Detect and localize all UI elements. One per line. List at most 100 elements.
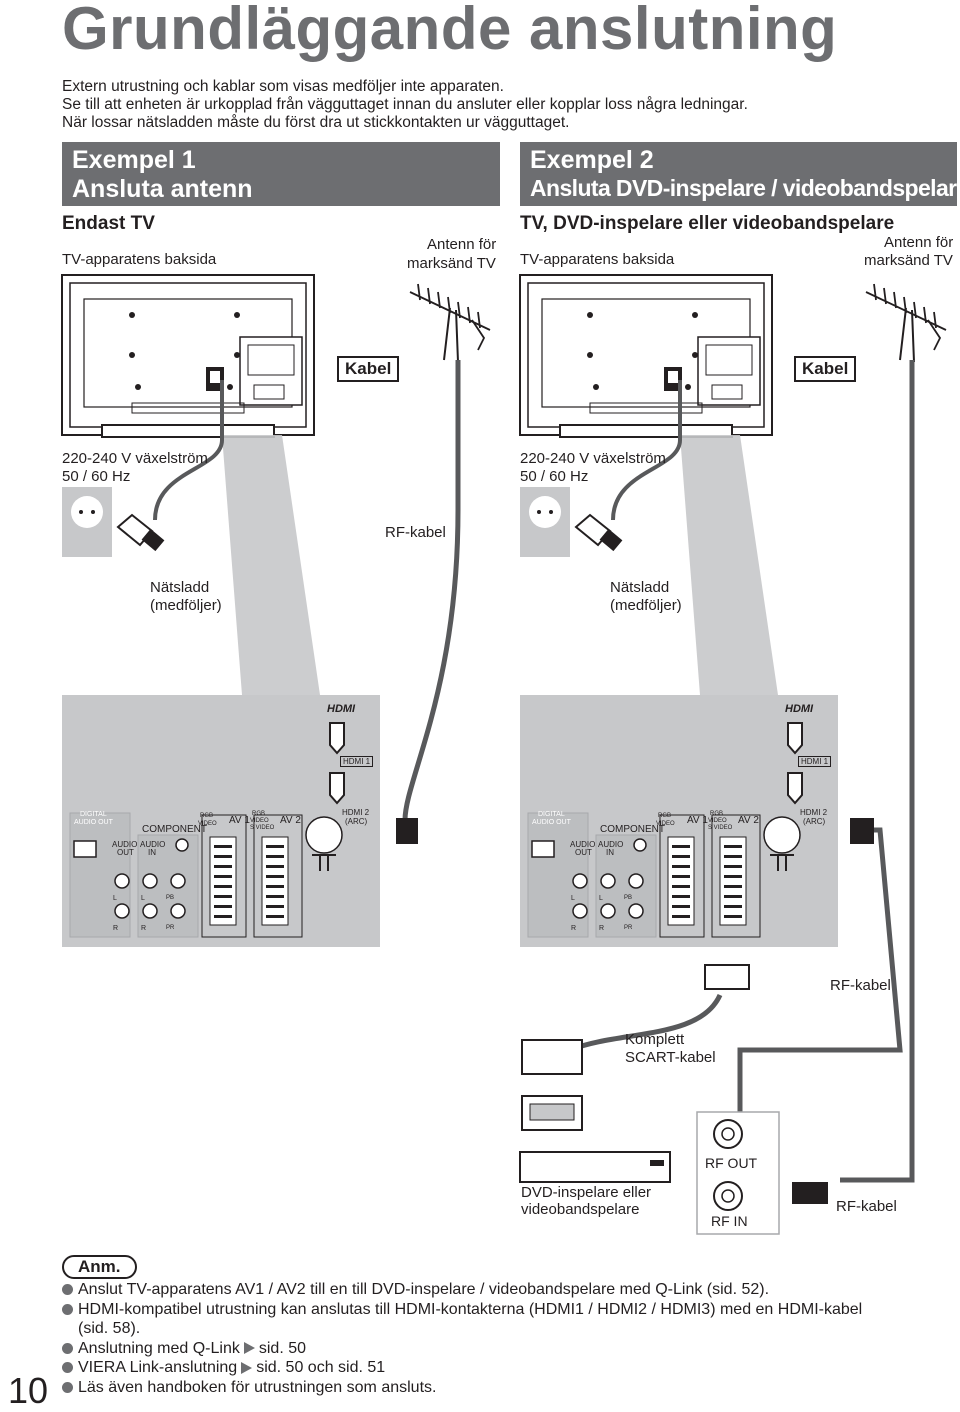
hdmi-logo-1: HDMI [327, 703, 356, 715]
antenna-2 [865, 283, 947, 363]
arc-label-2: (ARC) [803, 817, 826, 826]
bullet-icon [62, 1303, 73, 1315]
ch-r-2a: R [571, 925, 577, 932]
svideo-label-2: S VIDEO [708, 825, 733, 831]
rf-plug-2 [850, 818, 874, 844]
notes-list: Anslut TV-apparatens AV1 / AV2 till en t… [62, 1280, 952, 1397]
note-2-cont: (sid. 58). [78, 1320, 141, 1337]
rf-cable-label-2a: RF-kabel [830, 977, 891, 994]
power-label-2a: 220-240 V växelström [520, 450, 666, 467]
ch-l-2a: L [571, 895, 575, 902]
mains-cable-1 [153, 380, 224, 521]
svideo-label-1: S VIDEO [250, 825, 275, 831]
power-label-2b: 50 / 60 Hz [520, 468, 589, 485]
rf-cable-antenna [840, 360, 915, 1183]
antenna-label-1a: Antenn för [427, 236, 497, 253]
ch-r-1a: R [113, 925, 119, 932]
audio-in-label-1a: AUDIO [140, 840, 166, 849]
cable-label-1: Kabel [337, 356, 400, 382]
bullet-icon [62, 1362, 73, 1373]
hdmi1-label-1: HDMI 1 [340, 756, 374, 767]
video-label-2a: VIDEO [656, 821, 675, 827]
intro-line-1: Extern utrustning och kablar som visas m… [62, 78, 504, 95]
mains-label-1b: (medföljer) [150, 597, 222, 614]
bullet-icon [62, 1381, 73, 1393]
video-label-1a: VIDEO [198, 821, 217, 827]
arrow-right-icon [241, 1361, 253, 1374]
audio-in-label-2a: AUDIO [598, 840, 624, 849]
notes-heading: Anm. [62, 1255, 137, 1279]
note-item-cont: (sid. 58). [62, 1319, 952, 1339]
plug-2 [575, 514, 624, 553]
example2-heading-line1: Exempel 2 [530, 146, 654, 174]
digital-label-2b: AUDIO OUT [532, 819, 571, 826]
note-4-ref: sid. 50 och sid. 51 [256, 1359, 386, 1376]
dvd-label-b: videobandspelare [521, 1201, 640, 1218]
av2-label-2: AV 2 [738, 815, 759, 826]
power-label-1a: 220-240 V växelström [62, 450, 208, 467]
ch-pb-2: PB [624, 895, 633, 901]
example1-subtitle: Endast TV [62, 213, 155, 234]
dvd-recorder [519, 1151, 671, 1183]
ch-l-2b: L [599, 895, 603, 902]
example2-subtitle: TV, DVD-inspelare eller videobandspelare [520, 213, 895, 234]
scart-label-b: SCART-kabel [625, 1049, 716, 1066]
note-1: Anslut TV-apparatens AV1 / AV2 till en t… [78, 1281, 770, 1298]
tv-back-1 [61, 274, 315, 438]
rf-plug-rfin [792, 1182, 828, 1204]
rgb-label-2b: RGB [710, 811, 724, 817]
note-3-ref: sid. 50 [258, 1339, 306, 1357]
component-label-2: COMPONENT [600, 824, 665, 835]
hdmi1-label-2: HDMI 1 [798, 756, 832, 767]
note-3: Anslutning med Q-Link [78, 1339, 240, 1357]
cable-label-2: Kabel [794, 356, 857, 382]
audio-in-label-2b: IN [606, 848, 614, 857]
antenna-1 [409, 283, 491, 363]
mains-cable-2 [611, 380, 682, 521]
rf-in-label: RF IN [711, 1213, 748, 1229]
dvd-label-a: DVD-inspelare eller [521, 1184, 652, 1201]
audio-out-label-2a: AUDIO [570, 840, 596, 849]
power-label-1b: 50 / 60 Hz [62, 468, 131, 485]
page-title: Grundläggande anslutning [62, 0, 838, 62]
note-item: HDMI-kompatibel utrustning kan anslutas … [62, 1300, 952, 1320]
ch-r-2b: R [599, 925, 605, 932]
component-label-1: COMPONENT [142, 824, 207, 835]
note-4: VIERA Link-anslutning [78, 1359, 238, 1376]
example2-heading: Exempel 2 Ansluta DVD-inspelare / videob… [520, 142, 960, 206]
rf-cable-label-2b: RF-kabel [836, 1198, 897, 1215]
example1-heading-line1: Exempel 1 [72, 146, 196, 174]
antenna-label-2b: marksänd TV [864, 252, 953, 269]
intro-line-3: När lossar nätsladden måste du först dra… [62, 114, 570, 131]
rf-cable-1 [402, 360, 461, 821]
example1-heading-line2: Ansluta antenn [72, 175, 253, 203]
ch-r-1b: R [141, 925, 147, 932]
rf-out-label: RF OUT [705, 1155, 758, 1171]
example1-heading: Exempel 1 Ansluta antenn [62, 142, 500, 206]
video-label-2b: VIDEO [708, 818, 727, 824]
tv-back-2 [519, 274, 773, 438]
ch-pr-2: PR [624, 925, 633, 931]
mains-label-2a: Nätsladd [610, 579, 670, 596]
digital-label-1a: DIGITAL [80, 811, 107, 818]
zoom-beam-2 [680, 435, 778, 695]
ch-l-1b: L [141, 895, 145, 902]
mains-label-2b: (medföljer) [610, 597, 682, 614]
rf-plug-1 [396, 818, 418, 844]
intro-line-2: Se till att enheten är urkopplad från vä… [62, 96, 748, 113]
scart-plug-bottom [521, 1039, 583, 1075]
note-5: Läs även handboken för utrustningen som … [78, 1378, 437, 1396]
scart-cable [569, 993, 723, 1053]
plug-1 [117, 514, 166, 553]
note-item: Anslut TV-apparatens AV1 / AV2 till en t… [62, 1280, 952, 1300]
outlet-1 [62, 487, 112, 557]
antenna-label-1b: marksänd TV [407, 255, 496, 272]
rf-cable-label-1: RF-kabel [385, 524, 446, 541]
ch-l-1a: L [113, 895, 117, 902]
rgb-label-2a: RGB [658, 813, 672, 819]
note-item: VIERA Link-anslutning sid. 50 och sid. 51 [62, 1358, 952, 1378]
arc-label-1: (ARC) [345, 817, 368, 826]
hdmi2-label-2: HDMI 2 [800, 808, 828, 817]
outlet-2 [520, 487, 570, 557]
